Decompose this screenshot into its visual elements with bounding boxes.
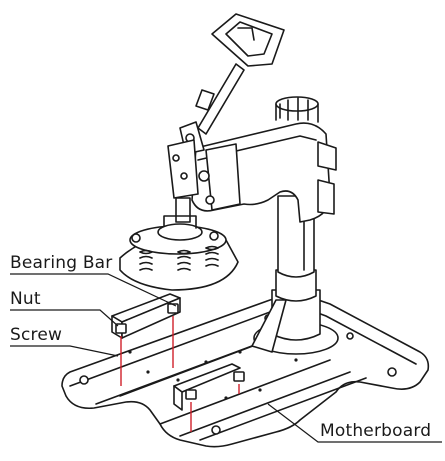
label-screw-group: Screw [10,325,119,357]
label-nut: Nut [10,289,41,309]
bearing-bar [111,293,241,411]
label-bearing-bar: Bearing Bar [10,253,113,273]
press-plate [119,215,239,291]
label-motherboard: Motherboard [320,421,431,441]
label-nut-group: Nut [10,289,119,327]
press-head [191,96,337,223]
nut-group [115,303,245,400]
label-motherboard-group: Motherboard [267,403,442,443]
label-bearing-bar-group: Bearing Bar [10,253,177,307]
column [251,195,339,355]
lever-handle [167,13,285,223]
label-screw: Screw [10,325,62,345]
screw-group [120,316,240,432]
